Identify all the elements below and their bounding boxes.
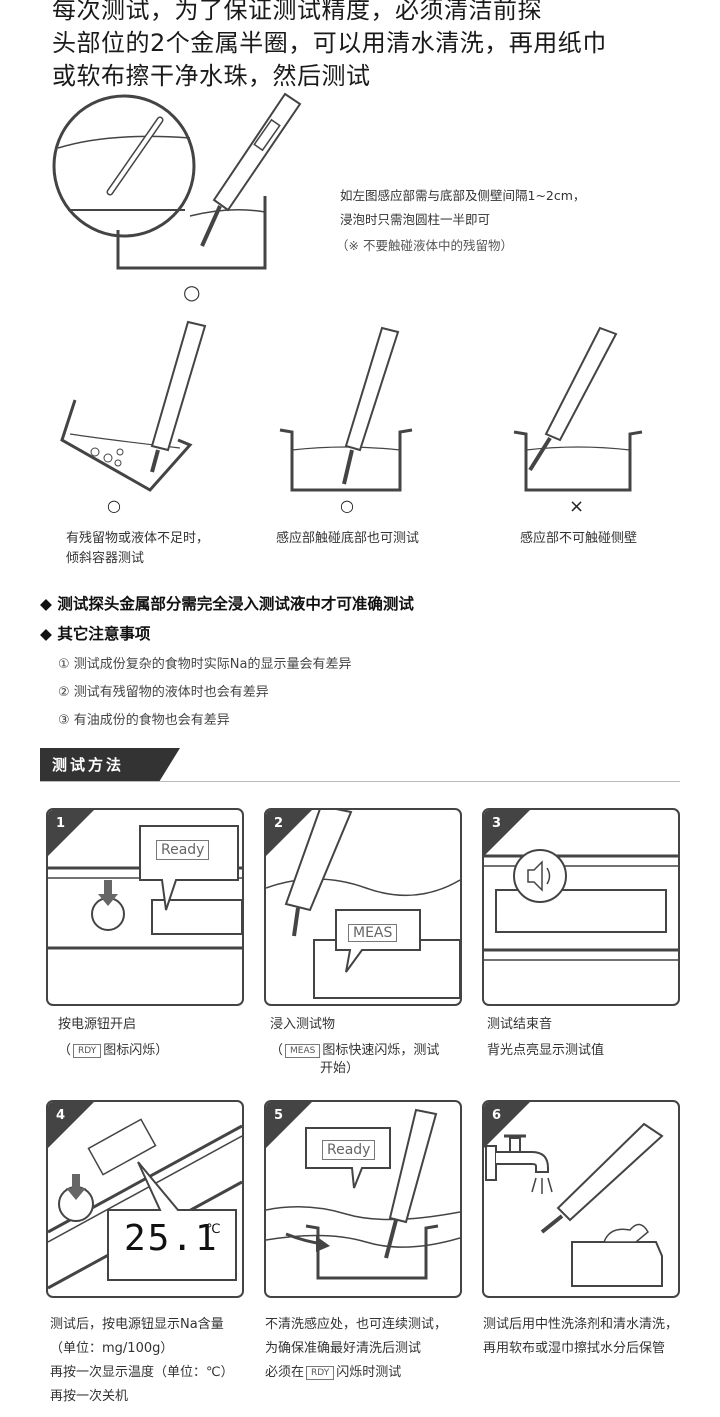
step-5-number: 5 bbox=[274, 1108, 284, 1123]
step-panel-5: 5 Ready bbox=[264, 1100, 462, 1298]
arrow-icon bbox=[316, 1236, 330, 1252]
section-divider bbox=[40, 781, 680, 782]
step-6-number: 6 bbox=[492, 1108, 502, 1123]
step-4-text-4: 再按一次关机 bbox=[50, 1389, 129, 1404]
rdy-chip: RDY bbox=[306, 1365, 335, 1380]
step-panel-4: 4 25.1 ℃ bbox=[46, 1100, 244, 1298]
ready-bubble bbox=[139, 825, 239, 911]
intro-line-2: 头部位的2个金属半圈，可以用清水清洗，再用纸巾 bbox=[52, 29, 607, 57]
example-3-mark: × bbox=[569, 496, 585, 517]
probe-icon bbox=[388, 1108, 438, 1224]
step-4-text-3: 再按一次显示温度（单位：℃） bbox=[50, 1365, 234, 1380]
tissue-box-icon bbox=[571, 1223, 663, 1287]
rdy-chip: RDY bbox=[73, 1043, 102, 1058]
top-mark: ○ bbox=[183, 280, 201, 304]
step-4-text-1: 测试后，按电源钮显示Na含量 bbox=[50, 1317, 224, 1332]
step-3-number: 3 bbox=[492, 816, 502, 831]
step-4-unit: ℃ bbox=[206, 1222, 221, 1237]
step-2-display: MEAS bbox=[348, 924, 398, 942]
step-3-text-2: 背光点亮显示测试值 bbox=[487, 1043, 605, 1058]
example-3-caption: 感应部不可触碰侧壁 bbox=[520, 531, 638, 546]
ready-bubble bbox=[305, 1127, 391, 1189]
examples-diagram bbox=[60, 320, 643, 492]
notice-item-3: ③ 有油成份的食物也会有差异 bbox=[58, 713, 230, 728]
section-title: 测试方法 bbox=[40, 748, 180, 782]
step-5-display: Ready bbox=[322, 1140, 376, 1160]
step-1-display: Ready bbox=[156, 840, 210, 860]
step-5-text-2: 为确保准确最好清洗后测试 bbox=[265, 1341, 422, 1356]
intro-text: 每次测试，为了保证测试精度，必须清洁前探 头部位的2个金属半圈，可以用清水清洗，… bbox=[52, 0, 692, 93]
top-diagram bbox=[52, 92, 302, 270]
speaker-icon bbox=[513, 849, 567, 903]
top-note-3: （※ 不要触碰液体中的残留物） bbox=[336, 238, 513, 253]
intro-line-3: 或软布擦干净水珠，然后测试 bbox=[52, 62, 371, 90]
step-6-text-2: 再用软布或湿巾擦拭水分后保管 bbox=[483, 1341, 666, 1356]
probe-icon bbox=[200, 92, 302, 247]
top-note-2: 浸泡时只需泡圆柱一半即可 bbox=[340, 212, 491, 227]
example-1-caption-1: 有残留物或液体不足时， bbox=[66, 531, 210, 546]
step-panel-2: 2 MEAS bbox=[264, 808, 462, 1006]
temperature-bubble bbox=[107, 1161, 237, 1281]
probe-icon bbox=[556, 1122, 664, 1222]
container-bottom-icon bbox=[279, 326, 413, 492]
probe-icon bbox=[284, 810, 353, 912]
step-panel-1: 1 Ready bbox=[46, 808, 244, 1006]
top-note-1: 如左图感应部需与底部及侧壁间隔1~2cm， bbox=[340, 188, 586, 203]
step-4-text-2: （单位：mg/100g） bbox=[50, 1341, 174, 1356]
notice-bullet-2: ◆ 其它注意事项 bbox=[40, 625, 151, 643]
example-2-caption: 感应部触碰底部也可测试 bbox=[276, 531, 420, 546]
notice-item-1: ① 测试成份复杂的食物时实际Na的显示量会有差异 bbox=[58, 657, 352, 672]
example-1-mark: ○ bbox=[107, 496, 121, 515]
step-6-text-1: 测试后用中性洗涤剂和清水清洗， bbox=[483, 1317, 679, 1332]
step-panel-3: 3 bbox=[482, 808, 680, 1006]
step-2-text-1: 浸入测试物 bbox=[270, 1017, 336, 1032]
step-1-text-1: 按电源钮开启 bbox=[58, 1017, 137, 1032]
step-2-number: 2 bbox=[274, 816, 284, 831]
step-3-text-1: 测试结束音 bbox=[487, 1017, 553, 1032]
notice-item-2: ② 测试有残留物的液体时也会有差异 bbox=[58, 685, 269, 700]
faucet-icon bbox=[485, 1134, 553, 1194]
tilted-container-icon bbox=[60, 320, 207, 492]
step-2-text-3: 开始） bbox=[320, 1061, 360, 1076]
notice-bullet-1: ◆ 测试探头金属部分需完全浸入测试液中才可准确测试 bbox=[40, 595, 414, 613]
step-4-display: 25.1 bbox=[124, 1218, 219, 1259]
container-side-icon bbox=[513, 326, 643, 492]
step-5-text-1: 不清洗感应处，也可连续测试， bbox=[265, 1317, 448, 1332]
meas-chip: MEAS bbox=[285, 1043, 321, 1058]
step-panel-6: 6 bbox=[482, 1100, 680, 1298]
step-1-number: 1 bbox=[56, 816, 66, 831]
step-4-number: 4 bbox=[56, 1108, 66, 1123]
example-1-caption-2: 倾斜容器测试 bbox=[66, 551, 145, 566]
example-2-mark: ○ bbox=[340, 496, 354, 515]
intro-line-1: 每次测试，为了保证测试精度，必须清洁前探 bbox=[52, 0, 542, 24]
